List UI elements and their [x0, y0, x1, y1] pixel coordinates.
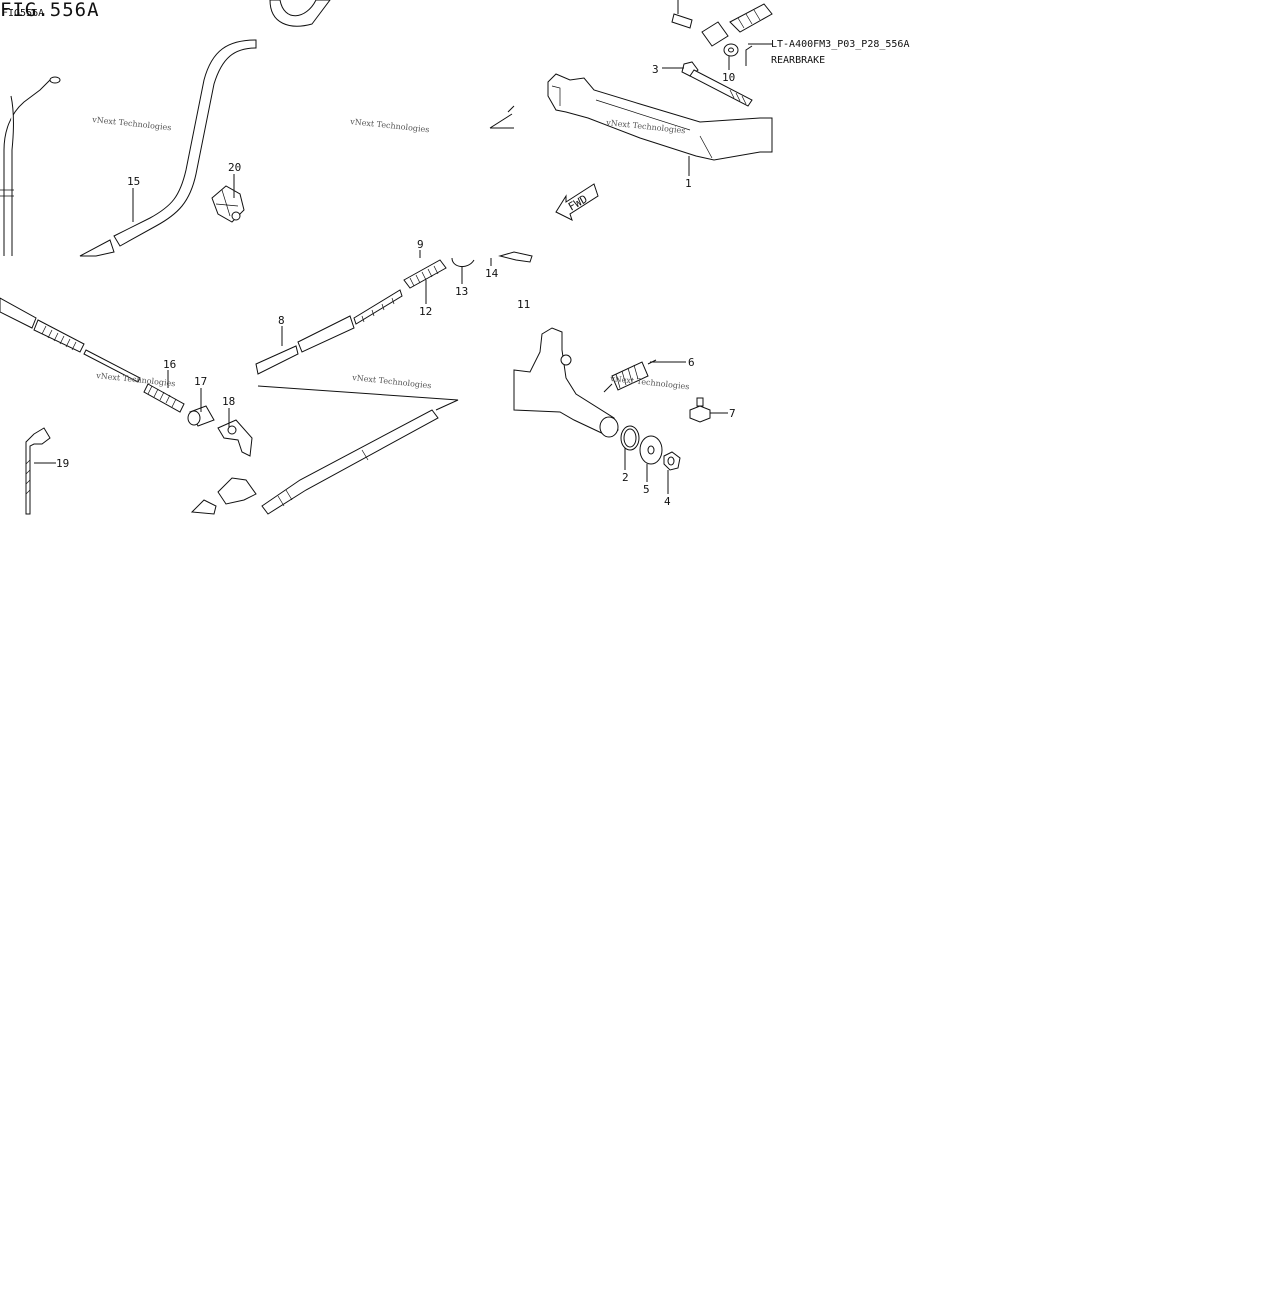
watermark: vNext Technologies — [351, 373, 432, 390]
callout-7: 7 — [729, 407, 736, 420]
fwd-arrow: FWD — [555, 183, 599, 221]
watermark: vNext Technologies — [91, 115, 172, 132]
callout-15: 15 — [127, 175, 140, 188]
lower-clevis — [190, 477, 257, 515]
adjuster-pin-19 — [25, 427, 51, 515]
link-fragment — [489, 105, 515, 129]
pedal-shaft-bolt-3 — [681, 61, 753, 107]
brake-arm-shaft — [513, 327, 619, 438]
brake-pedal-1 — [547, 73, 773, 161]
watermarks: vNext Technologies vNext Technologies vN… — [91, 115, 690, 391]
callout-numbers: 1 2 3 4 5 6 7 8 9 10 11 12 13 14 15 16 1… — [56, 63, 736, 508]
cable-joint-17 — [187, 405, 215, 427]
callout-16: 16 — [163, 358, 176, 371]
nut-4 — [663, 451, 681, 471]
callout-17: 17 — [194, 375, 207, 388]
section-name-label: REARBRAKE — [771, 55, 825, 66]
callout-3: 3 — [652, 63, 659, 76]
callout-11: 11 — [517, 298, 530, 311]
return-spring-16 — [143, 383, 185, 413]
o-ring-2 — [620, 425, 640, 451]
brake-cable-15 — [0, 0, 331, 257]
callout-5: 5 — [643, 483, 650, 496]
cable-lower — [257, 385, 459, 515]
cotter-pin — [745, 45, 753, 66]
callout-18: 18 — [222, 395, 235, 408]
clip-13 — [451, 257, 475, 267]
spring-12 — [403, 259, 447, 289]
watermark: vNext Technologies — [95, 371, 176, 388]
callout-4: 4 — [664, 495, 671, 508]
washer-5 — [639, 435, 663, 465]
washer-10 — [723, 43, 739, 57]
callout-8: 8 — [278, 314, 285, 327]
callout-20: 20 — [228, 161, 241, 174]
brake-cable-8 — [255, 289, 403, 375]
callout-2: 2 — [622, 471, 629, 484]
callout-13: 13 — [455, 285, 468, 298]
callout-12: 12 — [419, 305, 432, 318]
cable-end — [0, 297, 141, 383]
callout-1: 1 — [685, 177, 692, 190]
cable-clamp-20 — [211, 185, 245, 223]
figure-title: FIG.556A — [0, 0, 100, 21]
callout-14: 14 — [485, 267, 499, 280]
callout-19: 19 — [56, 457, 69, 470]
watermark: vNext Technologies — [349, 117, 430, 134]
pin-14 — [498, 251, 533, 263]
rod-end-pin — [671, 3, 773, 47]
cable-clevis-18 — [217, 419, 253, 457]
leader-lines — [34, 0, 772, 494]
callout-6: 6 — [688, 356, 695, 369]
figure-code: FIG556A — [2, 8, 44, 19]
callout-9: 9 — [417, 238, 424, 251]
callout-10: 10 — [722, 71, 735, 84]
model-code-label: LT-A400FM3_P03_P28_556A — [771, 39, 909, 50]
bolt-7 — [689, 397, 711, 423]
